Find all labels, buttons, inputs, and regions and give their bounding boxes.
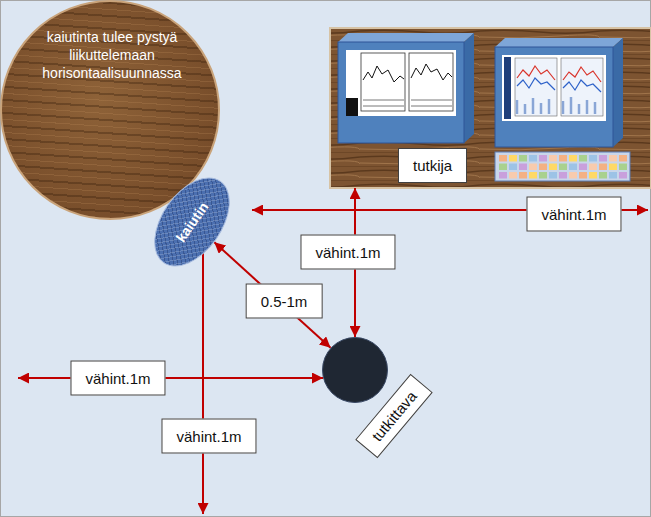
monitor-front: [338, 42, 464, 143]
keyboard-key: [549, 172, 557, 179]
keyboard-key: [589, 164, 597, 171]
note-text: kaiutinta tulee pystyä liikuttelemaan ho…: [32, 28, 192, 82]
monitor-top: [495, 38, 623, 47]
keyboard-key: [529, 155, 537, 162]
desk-label: tutkija: [398, 148, 467, 183]
monitor-side: [464, 33, 474, 143]
researcher-desk: tutkija: [330, 28, 651, 188]
monitor-top: [338, 33, 474, 42]
keyboard-key: [499, 164, 507, 171]
keyboard-key: [539, 155, 547, 162]
keyboard-key: [509, 172, 517, 179]
graph-line: [411, 64, 452, 80]
desk-surface: [330, 28, 651, 188]
distance-arrows: [18, 210, 648, 514]
keyboard-key: [499, 155, 507, 162]
distance-label: 0.5-1m: [246, 284, 323, 319]
keyboard: [495, 152, 630, 181]
keyboard-key: [559, 164, 567, 171]
distance-label: vähint.1m: [300, 235, 395, 270]
monitor-front: [495, 47, 613, 147]
keyboard-key: [599, 155, 607, 162]
keyboard-key: [599, 172, 607, 179]
graph-axis: [363, 100, 452, 106]
graph-bars: [517, 97, 595, 114]
keyboard-key: [539, 172, 547, 179]
monitor-side: [613, 38, 623, 147]
keyboard-key: [569, 164, 577, 171]
keyboard-key: [589, 172, 597, 179]
keyboard-key: [619, 164, 627, 171]
graph-line: [563, 67, 601, 82]
distance-label: vähint.1m: [70, 361, 165, 396]
keyboard-key: [519, 172, 527, 179]
keyboard-key: [599, 164, 607, 171]
keyboard-key: [579, 164, 587, 171]
distance-label: vähint.1m: [161, 419, 256, 454]
keyboard-key: [509, 155, 517, 162]
graph-panel: [361, 53, 405, 111]
keyboard-key: [519, 164, 527, 171]
keyboard-key: [619, 172, 627, 179]
graph-panel: [561, 58, 603, 116]
keyboard-key: [519, 155, 527, 162]
left-monitor: [338, 33, 474, 143]
keyboard-key: [609, 164, 617, 171]
keyboard-body: [495, 152, 630, 181]
keyboard-key: [589, 155, 597, 162]
monitor-screen: [502, 55, 606, 121]
keyboard-key: [529, 172, 537, 179]
keyboard-key: [509, 164, 517, 171]
keyboard-key: [579, 155, 587, 162]
graph-panel: [515, 58, 557, 116]
screen-toolbar: [504, 57, 511, 119]
keyboard-key: [529, 164, 537, 171]
monitor-screen: [346, 50, 456, 116]
speaker-label: kaiutin: [173, 199, 212, 245]
keyboard-key: [569, 172, 577, 179]
subject-label: tutkittava: [355, 374, 433, 459]
distance-arrow: [202, 236, 204, 514]
keyboard-key: [539, 164, 547, 171]
distance-label: vähint.1m: [526, 197, 621, 232]
keyboard-key: [569, 155, 577, 162]
keyboard-key: [499, 172, 507, 179]
keyboard-key: [559, 155, 567, 162]
graph-line: [517, 66, 555, 80]
keyboard-key: [609, 155, 617, 162]
keyboard-key: [609, 172, 617, 179]
graph-panel: [409, 53, 453, 111]
graph-line: [563, 80, 601, 92]
graph-line: [363, 66, 404, 82]
keyboard-key: [619, 155, 627, 162]
distance-arrow: [18, 377, 323, 379]
right-monitor: [495, 38, 623, 147]
keyboard-key: [579, 172, 587, 179]
keyboard-key: [559, 172, 567, 179]
screen-block: [346, 98, 358, 116]
keyboard-key: [549, 164, 557, 171]
keyboard-key: [549, 155, 557, 162]
subject-circle: tutkittava: [322, 337, 388, 403]
graph-line: [517, 78, 555, 90]
